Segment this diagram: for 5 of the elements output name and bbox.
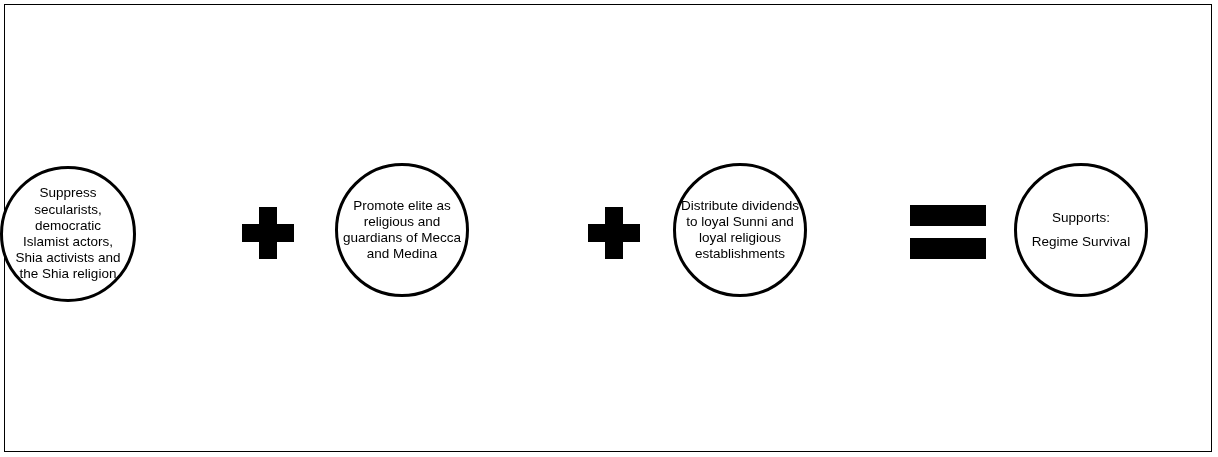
node-text: Distribute dividends to loyal Sunni and loyal religious establishments: [681, 197, 799, 263]
node-text: Suppress secularists, democratic Islamist actors, Shia activists and the Shia religion: [14, 185, 122, 283]
node-subtext: Regime Survival: [1031, 234, 1131, 251]
node-text: Supports:: [1052, 209, 1110, 226]
node-text: Promote elite as religious and guardians of Mecca and Medina: [343, 197, 461, 263]
